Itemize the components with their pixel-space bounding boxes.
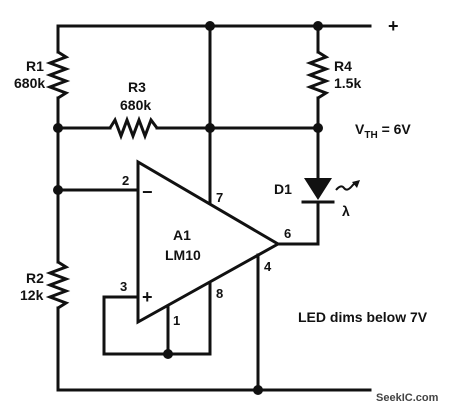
resistor-r1 — [45, 50, 71, 100]
lambda-symbol: λ — [342, 203, 350, 219]
junction-dot-pin4-ground — [253, 385, 263, 395]
r3-ref-label: R3 — [128, 79, 146, 95]
light-arrow-head — [352, 180, 360, 188]
r4-value-label: 1.5k — [334, 75, 361, 91]
junction-dot-r3-r4 — [313, 123, 323, 133]
noninverting-input-symbol: + — [142, 287, 153, 307]
junction-dot-pin2 — [53, 185, 63, 195]
led-d1-body — [304, 178, 332, 200]
pin6-label: 6 — [284, 226, 291, 241]
opamp-ref-label: A1 — [173, 227, 191, 243]
threshold-label: VTH = 6V — [355, 121, 411, 141]
r2-ref-label: R2 — [26, 270, 44, 286]
r1-ref-label: R1 — [26, 58, 44, 74]
opamp-part-label: LM10 — [165, 247, 201, 263]
junction-dot-pin7-supply — [205, 21, 215, 31]
led-dim-note: LED dims below 7V — [298, 309, 428, 325]
resistor-r4 — [305, 50, 331, 100]
r2-value-label: 12k — [20, 287, 44, 303]
r4-ref-label: R4 — [334, 58, 352, 74]
pin1-label: 1 — [173, 313, 180, 328]
watermark-text: SeekIC.com — [376, 392, 439, 404]
junction-dot-pin1 — [163, 349, 173, 359]
supply-plus-label: + — [388, 16, 399, 36]
r3-value-label: 680k — [120, 97, 151, 113]
resistor-r3 — [108, 115, 159, 141]
resistor-r2 — [45, 260, 71, 310]
junction-dot-r1-r3 — [53, 123, 63, 133]
d1-ref-label: D1 — [274, 181, 292, 197]
junction-dot-r3-pin7 — [205, 123, 215, 133]
pin3-label: 3 — [120, 279, 127, 294]
r1-value-label: 680k — [14, 75, 45, 91]
pin2-label: 2 — [122, 173, 129, 188]
pin8-label: 8 — [216, 286, 223, 301]
pin4-label: 4 — [264, 259, 272, 274]
junction-dot-r4-supply — [313, 21, 323, 31]
opamp-a1-body — [136, 159, 282, 325]
pin7-label: 7 — [216, 190, 223, 205]
inverting-input-symbol: − — [142, 182, 153, 202]
